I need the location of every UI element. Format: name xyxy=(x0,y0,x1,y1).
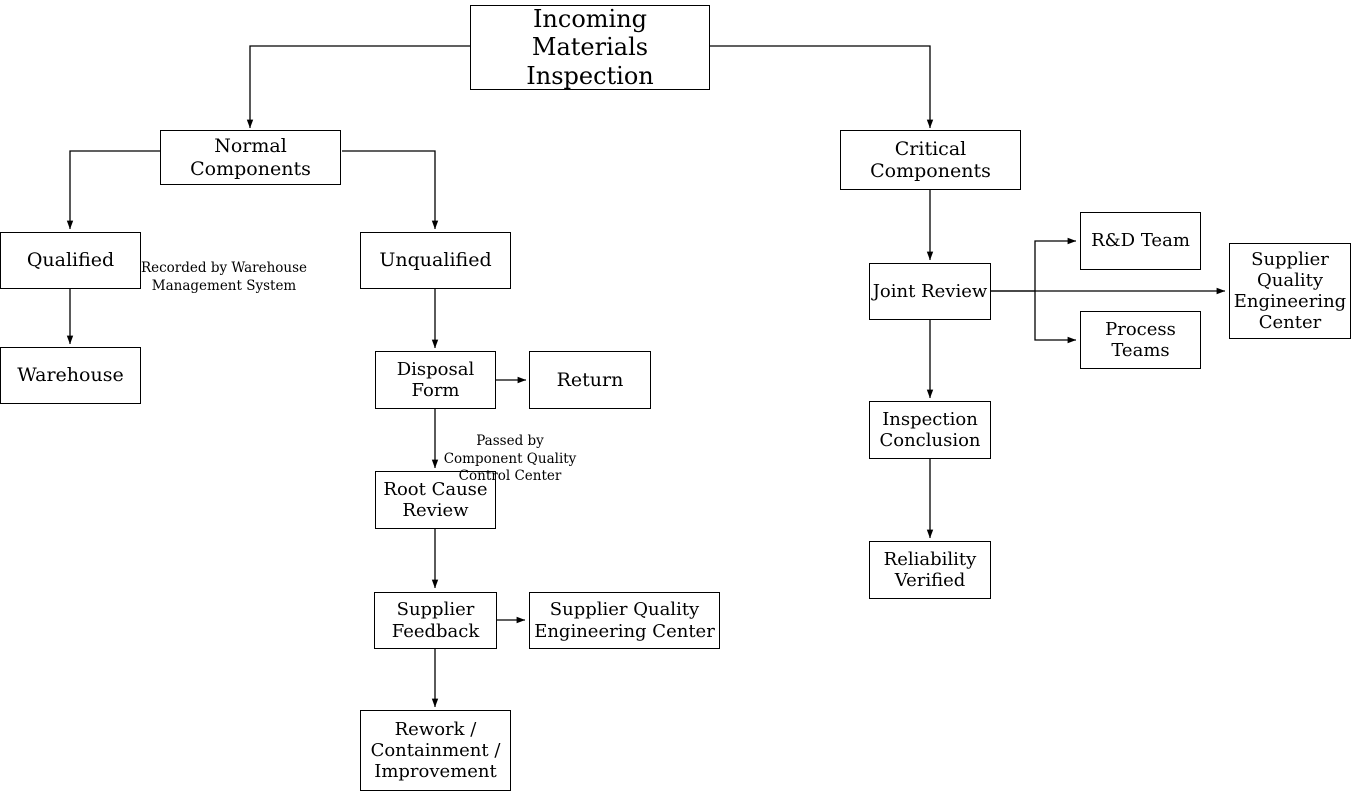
node-supplier-feedback[interactable]: Supplier Feedback xyxy=(374,592,497,649)
node-label: Normal Components xyxy=(190,135,311,180)
node-process-teams[interactable]: Process Teams xyxy=(1080,311,1201,369)
edge-label-text: Passed by Component Quality Control Cent… xyxy=(443,433,577,484)
edge-incoming-to-normal xyxy=(246,45,470,129)
node-qualified[interactable]: Qualified xyxy=(0,232,141,289)
node-normal-components[interactable]: Normal Components xyxy=(160,130,341,185)
node-label: Critical Components xyxy=(870,137,991,182)
node-warehouse[interactable]: Warehouse xyxy=(0,347,141,404)
edge-label-warehouse-management-system: Recorded by Warehouse Management System xyxy=(134,243,314,295)
edge-normal-to-unqualified xyxy=(342,150,439,230)
node-supplier-quality-engineering-center-right[interactable]: Supplier Quality Engineering Center xyxy=(1229,243,1351,339)
node-label: Supplier Quality Engineering Center xyxy=(1233,248,1347,334)
node-label: Return xyxy=(556,368,624,391)
node-label: R&D Team xyxy=(1091,230,1190,252)
node-joint-review[interactable]: Joint Review xyxy=(869,263,991,320)
node-disposal-form[interactable]: Disposal Form xyxy=(375,351,496,409)
node-label: Root Cause Review xyxy=(383,478,488,521)
edge-normal-to-qualified xyxy=(66,150,160,230)
node-label: Incoming Materials Inspection xyxy=(526,5,654,90)
node-label: Supplier Feedback xyxy=(391,599,480,642)
node-critical-components[interactable]: Critical Components xyxy=(840,130,1021,190)
node-label: Supplier Quality Engineering Center xyxy=(534,599,715,642)
edge-label-text: Recorded by Warehouse Management System xyxy=(140,260,308,294)
node-return[interactable]: Return xyxy=(529,351,651,409)
node-label: Rework / Containment / Improvement xyxy=(370,718,501,783)
node-label: Unqualified xyxy=(379,249,492,272)
node-unqualified[interactable]: Unqualified xyxy=(360,232,511,289)
node-inspection-conclusion[interactable]: Inspection Conclusion xyxy=(869,401,991,459)
node-supplier-quality-engineering-center-left[interactable]: Supplier Quality Engineering Center xyxy=(529,592,720,649)
node-label: Inspection Conclusion xyxy=(879,408,981,451)
edge-incoming-to-critical xyxy=(710,45,934,129)
node-label: Process Teams xyxy=(1105,318,1176,361)
node-label: Disposal Form xyxy=(396,358,475,401)
edge-jointreview-to-process xyxy=(1034,291,1077,344)
node-label: Warehouse xyxy=(17,364,124,387)
node-incoming-materials-inspection[interactable]: Incoming Materials Inspection xyxy=(470,5,710,90)
edge-label-component-quality-control-center: Passed by Component Quality Control Cent… xyxy=(420,416,600,485)
node-rd-team[interactable]: R&D Team xyxy=(1080,212,1201,270)
node-label: Qualified xyxy=(26,249,115,272)
node-root-cause-review[interactable]: Root Cause Review xyxy=(375,471,496,529)
edge-jointreview-to-rd xyxy=(991,237,1077,292)
node-rework-containment-improvement[interactable]: Rework / Containment / Improvement xyxy=(360,710,511,791)
node-reliability-verified[interactable]: Reliability Verified xyxy=(869,541,991,599)
node-label: Reliability Verified xyxy=(883,548,977,591)
node-label: Joint Review xyxy=(872,280,988,302)
